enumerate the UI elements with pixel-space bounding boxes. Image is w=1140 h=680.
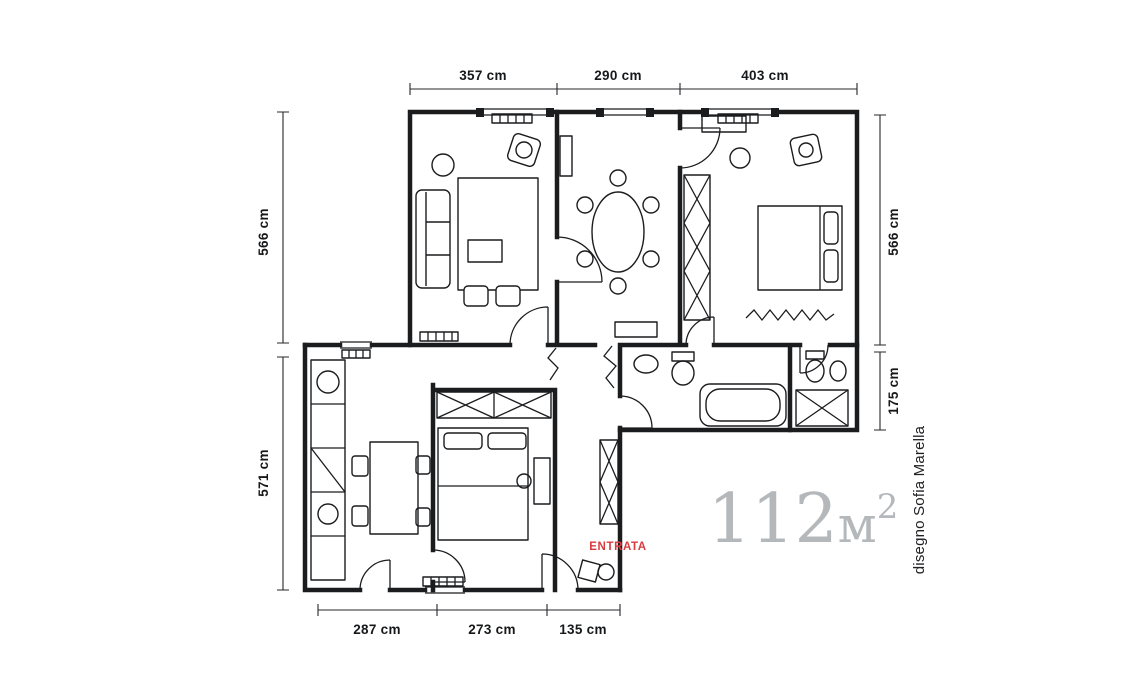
bathroom-2 xyxy=(795,350,849,427)
dining-chair xyxy=(576,196,594,214)
washbasin xyxy=(633,354,659,374)
double-bed xyxy=(757,205,843,291)
radiator xyxy=(717,113,759,124)
dim-label-right-upper: 566 cm xyxy=(886,208,901,256)
radiator xyxy=(341,349,371,359)
doors xyxy=(359,127,829,591)
sofa xyxy=(415,189,451,289)
bathtub xyxy=(699,383,787,427)
dim-label-left-lower: 571 cm xyxy=(256,449,271,497)
dresser xyxy=(701,115,747,133)
wall-jambs xyxy=(476,108,779,117)
toilet xyxy=(671,351,695,386)
kitchen-sink xyxy=(316,370,340,394)
bedroom-2 xyxy=(422,391,552,587)
stool xyxy=(597,563,615,581)
sideboard xyxy=(559,135,573,177)
entrance-label: ENTRATA xyxy=(589,541,646,553)
area-label: 112м2 xyxy=(708,480,898,559)
bathroom xyxy=(633,351,787,427)
side-table xyxy=(431,153,455,177)
wall-break-marks xyxy=(547,345,617,389)
area-unit: м xyxy=(838,496,877,554)
bidet xyxy=(829,360,847,382)
dining-chair xyxy=(642,250,660,268)
toilet xyxy=(805,350,825,383)
appliance xyxy=(317,503,339,525)
windows xyxy=(340,108,775,594)
area-superscript: 2 xyxy=(877,487,899,527)
chair xyxy=(351,505,369,527)
exterior-walls xyxy=(302,109,860,593)
area-number: 112 xyxy=(708,480,838,559)
dim-label-bottom-2: 273 cm xyxy=(468,622,516,637)
dining-chair xyxy=(576,250,594,268)
desk-chair xyxy=(516,473,532,489)
armchair xyxy=(506,132,542,168)
chair xyxy=(415,455,431,475)
pouf xyxy=(495,285,521,307)
chair xyxy=(351,455,369,477)
rug xyxy=(457,177,539,291)
dim-label-left-upper: 566 cm xyxy=(256,208,271,256)
console xyxy=(577,559,601,583)
cabinet xyxy=(614,321,658,338)
dining-chair xyxy=(609,169,627,187)
dim-label-right-lower: 175 cm xyxy=(886,367,901,415)
armchair xyxy=(789,133,823,167)
kitchen-table xyxy=(369,441,419,535)
wardrobe xyxy=(683,174,711,321)
pillow xyxy=(487,432,527,450)
credit-label: disegno Sofia Marella xyxy=(911,425,928,574)
pillow xyxy=(823,249,839,283)
kitchen xyxy=(310,349,431,581)
radiator xyxy=(422,576,464,587)
radiator xyxy=(419,331,459,342)
pouf xyxy=(463,285,489,307)
bed xyxy=(437,427,529,541)
coffee-table xyxy=(467,239,503,263)
dimension-lines xyxy=(277,83,886,616)
round-chair xyxy=(729,147,751,169)
radiator xyxy=(491,113,533,124)
kitchen-counter xyxy=(310,359,346,581)
dining-table xyxy=(591,191,645,273)
dining-chair xyxy=(609,277,627,295)
living-room xyxy=(415,113,542,342)
desk xyxy=(533,457,551,505)
dim-label-top-2: 290 cm xyxy=(594,68,642,83)
pillow xyxy=(443,432,483,450)
dining-room xyxy=(559,135,660,338)
rug-zigzag xyxy=(745,308,835,322)
chair xyxy=(415,507,431,527)
dim-label-bottom-3: 135 cm xyxy=(559,622,607,637)
pillow xyxy=(823,211,839,245)
dim-label-top-1: 357 cm xyxy=(459,68,507,83)
dim-label-top-3: 403 cm xyxy=(741,68,789,83)
wardrobe xyxy=(436,391,552,419)
entrance-hall xyxy=(577,439,619,583)
bedroom xyxy=(683,113,843,322)
shower xyxy=(795,389,849,427)
hall-closet xyxy=(599,439,619,525)
dining-chair xyxy=(642,196,660,214)
dim-label-bottom-1: 287 cm xyxy=(353,622,401,637)
